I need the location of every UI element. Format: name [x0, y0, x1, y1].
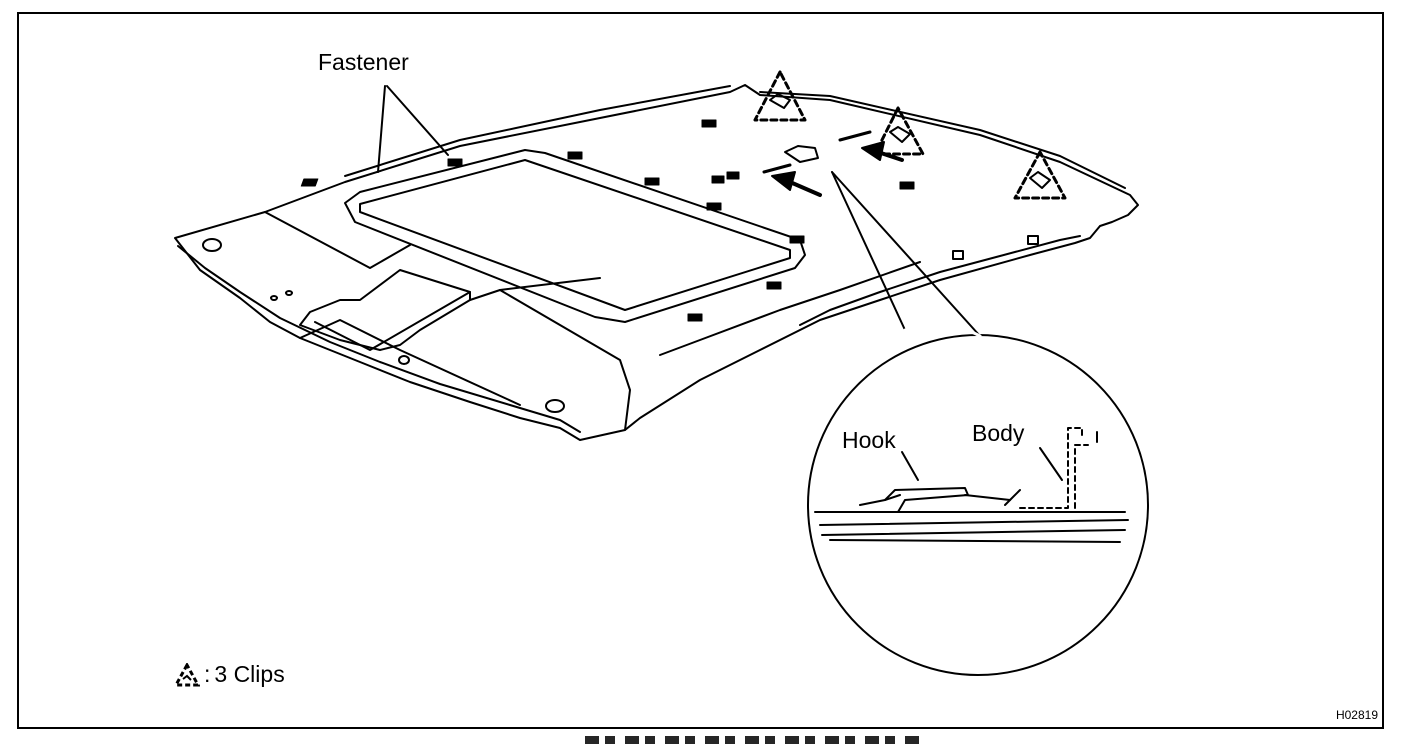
body-label: Body: [972, 420, 1025, 446]
headliner-top-line: [344, 85, 731, 177]
diagram-frame: [17, 12, 1384, 729]
headliner-outline: [174, 84, 1139, 441]
headliner-rear-edge: [799, 235, 1081, 326]
headliner-front-edge: [177, 245, 581, 433]
legend-text: 3 Clips: [214, 661, 285, 687]
legend-colon: :: [204, 661, 211, 687]
figure-id: H02819: [1335, 708, 1378, 722]
fastener-label: Fastener: [318, 49, 409, 75]
sunroof-inner: [359, 159, 791, 311]
sunroof-outer: [344, 149, 806, 323]
headliner-right-line: [759, 91, 1126, 189]
scan-artifact: [585, 736, 925, 744]
fastener-marks: [300, 119, 915, 322]
clips-legend: : 3 Clips: [174, 661, 285, 688]
arrow-1: [788, 180, 822, 197]
hook-label: Hook: [842, 427, 896, 453]
clip-triangles: [753, 70, 1067, 200]
warning-triangle-dashed-icon: [174, 662, 200, 686]
